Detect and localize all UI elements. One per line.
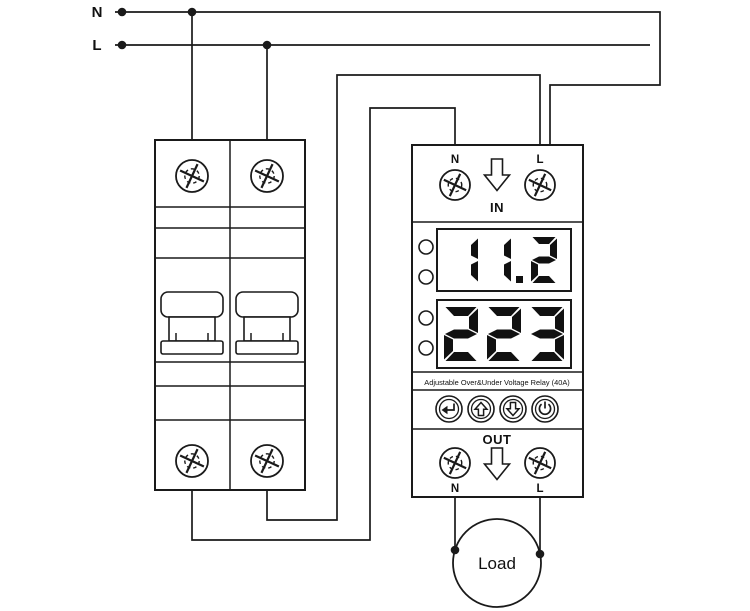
led-indicator [418,239,434,255]
screw-terminal-icon [250,444,284,478]
enter-button[interactable] [435,395,463,423]
up-button[interactable] [467,395,495,423]
screw-terminals [175,159,556,479]
load: Load [450,518,545,608]
wire-n-supply-line [115,11,661,147]
circuit-breaker [154,139,306,491]
relay-in-label: IN [490,200,504,215]
up-arrow-icon [473,401,489,417]
screw-terminal-icon [250,159,284,193]
out-arrow-down-icon [482,447,512,481]
breaker-rocker-handle[interactable] [235,291,299,355]
load-circle [452,518,542,608]
in-arrow-down-icon [482,158,512,192]
junction-dot [535,549,545,559]
junction-dot [262,40,272,50]
wires [115,7,661,554]
screw-terminal-icon [524,447,556,479]
seven-segment-display-bottom [444,307,564,361]
down-button[interactable] [499,395,527,423]
relay-in-l-label: L [536,154,543,166]
led-indicator [418,340,434,356]
screw-terminal-icon [439,169,471,201]
load-label: Load [478,554,516,573]
voltage-relay: N L IN Adjustable Over&Under Voltage Rel… [411,144,584,498]
seven-segment-display-top [471,237,557,283]
relay-out-label: OUT [483,432,512,447]
power-icon [538,401,552,416]
down-arrow-icon [505,401,521,417]
screw-terminal-icon [524,169,556,201]
wire-breaker-to-relay-in-l [266,74,541,521]
screw-terminal-icon [439,447,471,479]
wire-breaker-to-relay-in-n [191,107,456,541]
relay-subtitle: Adjustable Over&Under Voltage Relay (40A… [424,378,569,387]
supply-n-label: N [92,4,103,21]
relay-in-n-label: N [451,154,459,166]
led-indicator [418,310,434,326]
junction-dot [117,40,127,50]
supply-l-label: L [92,37,101,54]
breaker-rocker-handle[interactable] [160,291,224,355]
junction-dot [450,545,460,555]
relay-out-n-label: N [451,483,459,495]
junction-dot [117,7,127,17]
screw-terminal-icon [175,159,209,193]
power-button[interactable] [531,395,559,423]
junction-dot [187,7,197,17]
relay-out-l-label: L [536,483,543,495]
led-indicator [418,269,434,285]
return-arrow-icon [441,403,455,415]
screw-terminal-icon [175,444,209,478]
